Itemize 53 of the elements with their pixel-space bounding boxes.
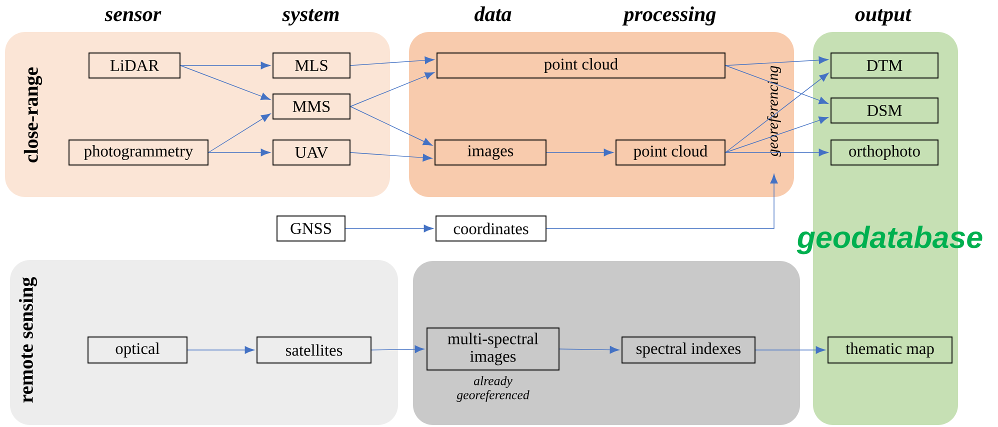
arrow	[350, 106, 433, 146]
region-panel	[796, 32, 982, 425]
column-heading: data	[474, 6, 512, 22]
process-box: coordinates	[436, 216, 546, 242]
arrow	[371, 345, 424, 354]
region-label: geodatabase	[796, 226, 982, 254]
process-box: orthophoto	[830, 140, 938, 166]
column-heading: sensor	[104, 11, 162, 22]
column-heading: processing	[622, 6, 716, 26]
arrow	[755, 346, 826, 354]
process-box: images	[434, 140, 546, 166]
arrow	[208, 148, 270, 156]
arrow	[725, 72, 829, 153]
arrow	[208, 114, 271, 153]
arrow	[187, 346, 254, 354]
arrow	[725, 148, 828, 156]
arrow	[180, 65, 270, 100]
arrow	[559, 346, 620, 354]
column-heading: output	[855, 9, 912, 26]
region-panel	[409, 32, 794, 197]
region-label: close-range	[24, 67, 42, 162]
arrow	[725, 65, 828, 104]
process-box: optical	[88, 336, 188, 364]
arrow	[725, 56, 828, 66]
region-panel	[413, 261, 800, 425]
process-box: UAV	[272, 140, 350, 166]
note-text: already georeferenced	[456, 376, 530, 402]
process-box: point cloud	[436, 52, 726, 78]
process-box: multi-spectral images	[426, 328, 560, 370]
step-label: georeferencing	[767, 66, 781, 157]
arrow	[345, 224, 434, 232]
region-panel	[5, 32, 390, 197]
process-box: photogrammetry	[68, 140, 208, 166]
process-box: MLS	[272, 52, 350, 78]
process-box: DSM	[830, 98, 938, 124]
arrow	[350, 56, 434, 66]
process-box: LiDAR	[88, 52, 180, 78]
process-box: spectral indexes	[622, 336, 756, 364]
arrow	[725, 116, 828, 153]
process-box: satellites	[256, 336, 372, 364]
arrow	[546, 148, 614, 156]
process-box: point cloud	[616, 140, 726, 166]
arrow	[546, 174, 778, 229]
process-box: GNSS	[276, 216, 346, 242]
arrow	[350, 152, 432, 162]
process-box: MMS	[272, 94, 350, 120]
arrow	[180, 62, 270, 70]
column-heading: system	[282, 9, 339, 26]
process-box: thematic map	[828, 336, 952, 364]
region-label: remote sensing	[18, 277, 38, 403]
arrow	[350, 72, 435, 107]
region-panel	[10, 260, 398, 425]
process-box: DTM	[830, 52, 938, 78]
